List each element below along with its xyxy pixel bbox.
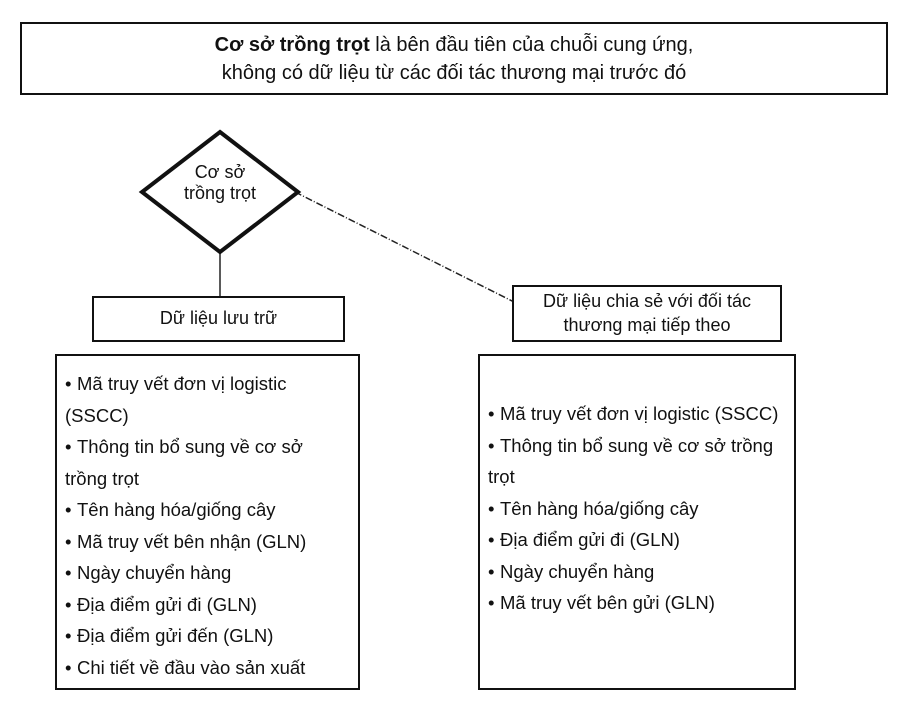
bullet-icon: • [65,656,72,678]
shared-list-item: •Mã truy vết đơn vị logistic (SSCC) [488,398,786,430]
stored-list-item: •Thông tin bổ sung về cơ sở trồng trọt [65,431,350,494]
node-label: Cơ sở trồng trọt [150,162,290,204]
stored-list-item: •Tên hàng hóa/giống cây [65,494,350,526]
node-label-line-1: Cơ sở [194,162,246,182]
stored-list-item: •Ngày chuyển hàng [65,557,350,589]
bullet-icon: • [65,373,72,394]
bullet-icon: • [65,499,72,520]
stored-list-item: •Địa điểm gửi đi (GLN) [65,589,350,621]
bullet-icon: • [65,593,72,615]
bullet-icon: • [488,592,495,613]
shared-list-item: •Ngày chuyển hàng [488,556,786,588]
stored-data-list-box: •Mã truy vết đơn vị logistic (SSCC) •Thô… [55,354,360,690]
stored-list-item: •Địa điểm gửi đến (GLN) [65,620,350,652]
shared-data-label-box: Dữ liệu chia sẻ với đối tác thương mại t… [512,285,782,342]
stored-data-label-box: Dữ liệu lưu trữ [92,296,345,342]
bullet-icon: • [488,497,495,519]
shared-data-list: •Mã truy vết đơn vị logistic (SSCC) •Thô… [488,398,786,619]
bullet-icon: • [488,434,495,456]
stored-list-item: •Chi tiết về đầu vào sản xuất [65,652,350,684]
header-box: Cơ sở trồng trọt là bên đầu tiên của chu… [20,22,888,95]
bullet-icon: • [65,530,72,552]
header-line-2: không có dữ liệu từ các đối tác thương m… [221,62,687,84]
header-line-1: Cơ sở trồng trọt là bên đầu tiên của chu… [22,31,886,59]
bullet-icon: • [65,436,72,457]
shared-list-item: •Thông tin bổ sung về cơ sở trồng trọt [488,430,786,493]
bullet-icon: • [65,562,72,583]
shared-data-label-line-1: Dữ liệu chia sẻ với đối tác [543,291,751,311]
bullet-icon: • [488,560,495,582]
bullet-icon: • [488,529,495,550]
header-title-rest: là bên đầu tiên của chuỗi cung ứng, [369,34,694,56]
bullet-icon: • [488,403,495,424]
bullet-icon: • [65,625,72,646]
connector-diamond-to-shared [294,191,521,306]
node-diamond [138,129,302,255]
shared-data-label-line-2: thương mại tiếp theo [563,315,731,335]
shared-list-item: •Địa điểm gửi đi (GLN) [488,524,786,556]
stored-list-item: •Mã truy vết đơn vị logistic (SSCC) [65,368,350,431]
header-title-bold: Cơ sở trồng trọt [214,34,370,56]
shared-data-list-box: •Mã truy vết đơn vị logistic (SSCC) •Thô… [478,354,796,690]
shared-list-item: •Mã truy vết bên gửi (GLN) [488,587,786,619]
stored-list-item: •Mã truy vết bên nhận (GLN) [65,526,350,558]
node-label-line-2: trồng trọt [183,183,257,203]
shared-list-item: •Tên hàng hóa/giống cây [488,493,786,525]
stored-data-label: Dữ liệu lưu trữ [159,308,278,328]
stored-data-list: •Mã truy vết đơn vị logistic (SSCC) •Thô… [65,368,350,683]
